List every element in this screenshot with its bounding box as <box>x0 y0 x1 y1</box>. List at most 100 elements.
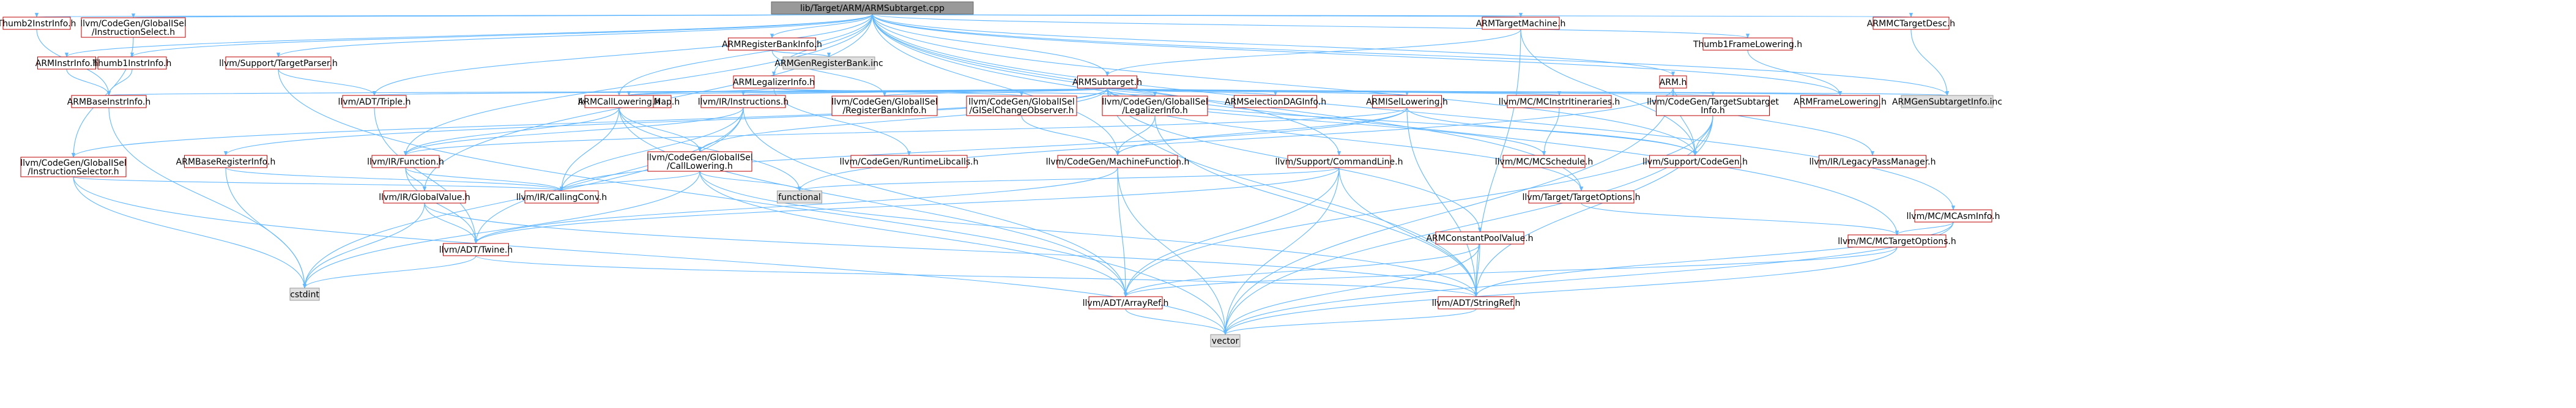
node-box <box>1873 17 1950 30</box>
node-rtlibcalls[interactable]: llvm/CodeGen/RuntimeLibcalls.h <box>839 155 979 168</box>
node-gisel_change[interactable]: llvm/CodeGen/GlobalISel/GISelChangeObser… <box>966 95 1077 116</box>
node-cpv[interactable]: ARMConstantPoolValue.h <box>1426 231 1534 245</box>
node-label: llvm/ADT/ArrayRef.h <box>1083 299 1169 308</box>
node-box <box>371 155 440 168</box>
node-baseregs[interactable]: ARMBaseRegisterInfo.h <box>176 155 276 168</box>
node-armh[interactable]: ARM.h <box>1659 75 1687 89</box>
node-legalizer[interactable]: ARMLegalizerInfo.h <box>733 75 815 89</box>
node-label: llvm/CodeGen/GlobalISel <box>647 153 753 163</box>
node-callingconv[interactable]: llvm/IR/CallingConv.h <box>516 190 607 204</box>
node-label: ARMSelectionDAGInfo.h <box>1225 97 1326 107</box>
node-isel_selector[interactable]: llvm/CodeGen/GlobalISel/InstructionSelec… <box>20 157 127 177</box>
node-label: vector <box>1212 336 1239 346</box>
node-box <box>1438 296 1515 310</box>
edge-subtargeth-to-gisel_calllow <box>698 87 1108 152</box>
edge-root-to-mctargetoptions <box>872 13 1899 236</box>
node-label: ARM.h <box>1660 78 1687 87</box>
node-mcasminfo[interactable]: llvm/MC/MCAsmInfo.h <box>1907 209 2000 223</box>
node-instructions[interactable]: llvm/IR/Instructions.h <box>698 95 789 108</box>
edge-gisel_calllow-to-functional <box>699 171 802 191</box>
node-isel[interactable]: llvm/CodeGen/GlobalISel/InstructionSelec… <box>80 17 187 38</box>
edge-function-to-twine <box>405 167 478 244</box>
edge-thumb1frame-to-armframe <box>1747 50 1843 96</box>
node-label: ARMCallLowering.h <box>578 97 660 107</box>
node-box <box>524 190 599 204</box>
node-armframe[interactable]: ARMFrameLowering.h <box>1794 95 1887 108</box>
edge-gisel_calllow-to-cstdint <box>302 171 700 289</box>
node-mcitin[interactable]: llvm/MC/MCInstrItineraries.h <box>1499 95 1620 108</box>
node-label: ARMConstantPoolValue.h <box>1426 234 1533 243</box>
node-label: llvm/MC/MCTargetOptions.h <box>1838 237 1956 247</box>
edge-globalvalue-to-twine <box>424 202 478 244</box>
node-mcschedule[interactable]: llvm/MC/MCSchedule.h <box>1495 155 1594 168</box>
node-label: functional <box>778 193 821 202</box>
node-mctargetoptions[interactable]: llvm/MC/MCTargetOptions.h <box>1838 234 1956 248</box>
edge-stringref-to-vector <box>1223 308 1477 335</box>
edge-root-to-gensubtarget <box>872 13 1949 96</box>
node-targetoptions[interactable]: llvm/Target/TargetOptions.h <box>1522 190 1641 204</box>
edge-gisel_legal-to-stringref <box>1154 115 1479 297</box>
node-legacypm[interactable]: llvm/IR/LegacyPassManager.h <box>1810 155 1936 168</box>
node-label: llvm/Target/TargetOptions.h <box>1522 193 1640 202</box>
node-label: llvm/ADT/StringRef.h <box>1432 299 1521 308</box>
edge-cmdline-to-functional <box>798 167 1340 191</box>
node-targetparser[interactable]: llvm/Support/TargetParser.h <box>219 56 338 70</box>
edge-subtargeth-to-seldag <box>1107 87 1277 96</box>
node-thumb1frame[interactable]: Thumb1FrameLowering.h <box>1693 37 1802 51</box>
edge-mcasminfo-to-mctargetoptions <box>1895 221 1954 236</box>
edge-gisel_change-to-machinefn <box>1021 115 1120 156</box>
node-machinefn[interactable]: llvm/CodeGen/MachineFunction.h <box>1046 155 1190 168</box>
node-label: llvm/IR/GlobalValue.h <box>379 193 470 202</box>
edge-instructions-to-arrayref <box>743 107 1128 297</box>
node-label: llvm/Support/CommandLine.h <box>1275 157 1403 167</box>
node-box <box>733 75 815 89</box>
edge-targetparser-to-triple <box>278 69 377 96</box>
edge-root-to-arminstr <box>65 13 873 57</box>
node-globalvalue[interactable]: llvm/IR/GlobalValue.h <box>379 190 470 204</box>
node-arrayref[interactable]: llvm/ADT/ArrayRef.h <box>1083 296 1169 310</box>
node-codegen[interactable]: llvm/Support/CodeGen.h <box>1642 155 1748 168</box>
edge-baseregs-to-callingconv <box>225 167 563 191</box>
node-cmdline[interactable]: llvm/Support/CommandLine.h <box>1275 155 1403 168</box>
edge-root-to-calllowering <box>617 13 873 96</box>
edge-triple-to-twine <box>374 107 478 244</box>
node-subtargeth[interactable]: ARMSubtarget.h <box>1072 75 1142 89</box>
node-twine[interactable]: llvm/ADT/Twine.h <box>439 243 513 256</box>
node-calllowering[interactable]: ARMCallLowering.h <box>578 95 660 108</box>
node-label: ARMMCTargetDesc.h <box>1867 19 1955 29</box>
node-regbankinfo[interactable]: ARMRegisterBankInfo.h <box>722 37 822 51</box>
edge-globalvalue-to-cstdint <box>302 202 425 289</box>
node-arminstr[interactable]: ARMInstrInfo.h <box>35 56 98 70</box>
edge-isel_selector-to-vector <box>73 176 1227 335</box>
edge-cpv-to-vector <box>1223 243 1480 335</box>
edge-root-to-armframe <box>872 13 1842 96</box>
node-gisel_calllow[interactable]: llvm/CodeGen/GlobalISel/CallLowering.h <box>647 151 753 172</box>
node-label: llvm/Support/CodeGen.h <box>1642 157 1748 167</box>
node-seldag[interactable]: ARMSelectionDAGInfo.h <box>1225 95 1326 108</box>
node-label: /CallLowering.h <box>667 161 733 171</box>
node-stringref[interactable]: llvm/ADT/StringRef.h <box>1432 296 1521 310</box>
edge-mctargetoptions-to-vector <box>1223 247 1898 335</box>
node-box <box>1656 95 1770 116</box>
node-thumb2info[interactable]: Thumb2InstrInfo.h <box>0 17 76 30</box>
node-gisel_legal[interactable]: llvm/CodeGen/GlobalISel/LegalizerInfo.h <box>1102 95 1208 116</box>
node-targetmachine[interactable]: ARMTargetMachine.h <box>1476 17 1566 30</box>
node-isellowering[interactable]: ARMISelLowering.h <box>1366 95 1448 108</box>
node-label: llvm/IR/CallingConv.h <box>516 193 607 202</box>
node-baseinstr[interactable]: ARMBaseInstrInfo.h <box>67 95 151 108</box>
node-thumb1info[interactable]: Thumb1InstrInfo.h <box>92 56 172 70</box>
node-function[interactable]: llvm/IR/Function.h <box>367 155 444 168</box>
edge-targetmachine-to-stringref <box>1474 29 1521 297</box>
edge-cmdline-to-arrayref <box>1123 167 1340 297</box>
node-gisel_regbank[interactable]: llvm/CodeGen/GlobalISel/RegisterBankInfo… <box>831 95 938 116</box>
node-box <box>1649 155 1741 168</box>
node-box <box>1234 95 1317 108</box>
edge-mctargetdesc-to-gensubtarget <box>1910 29 1950 96</box>
edge-function-to-callingconv <box>405 167 563 191</box>
node-box <box>1507 95 1612 108</box>
node-box <box>1088 296 1163 310</box>
node-mctargetdesc[interactable]: ARMMCTargetDesc.h <box>1867 17 1955 30</box>
node-gensubtarget: ARMGenSubtargetInfo.inc <box>1892 95 2002 108</box>
node-triple[interactable]: llvm/ADT/Triple.h <box>338 95 411 108</box>
